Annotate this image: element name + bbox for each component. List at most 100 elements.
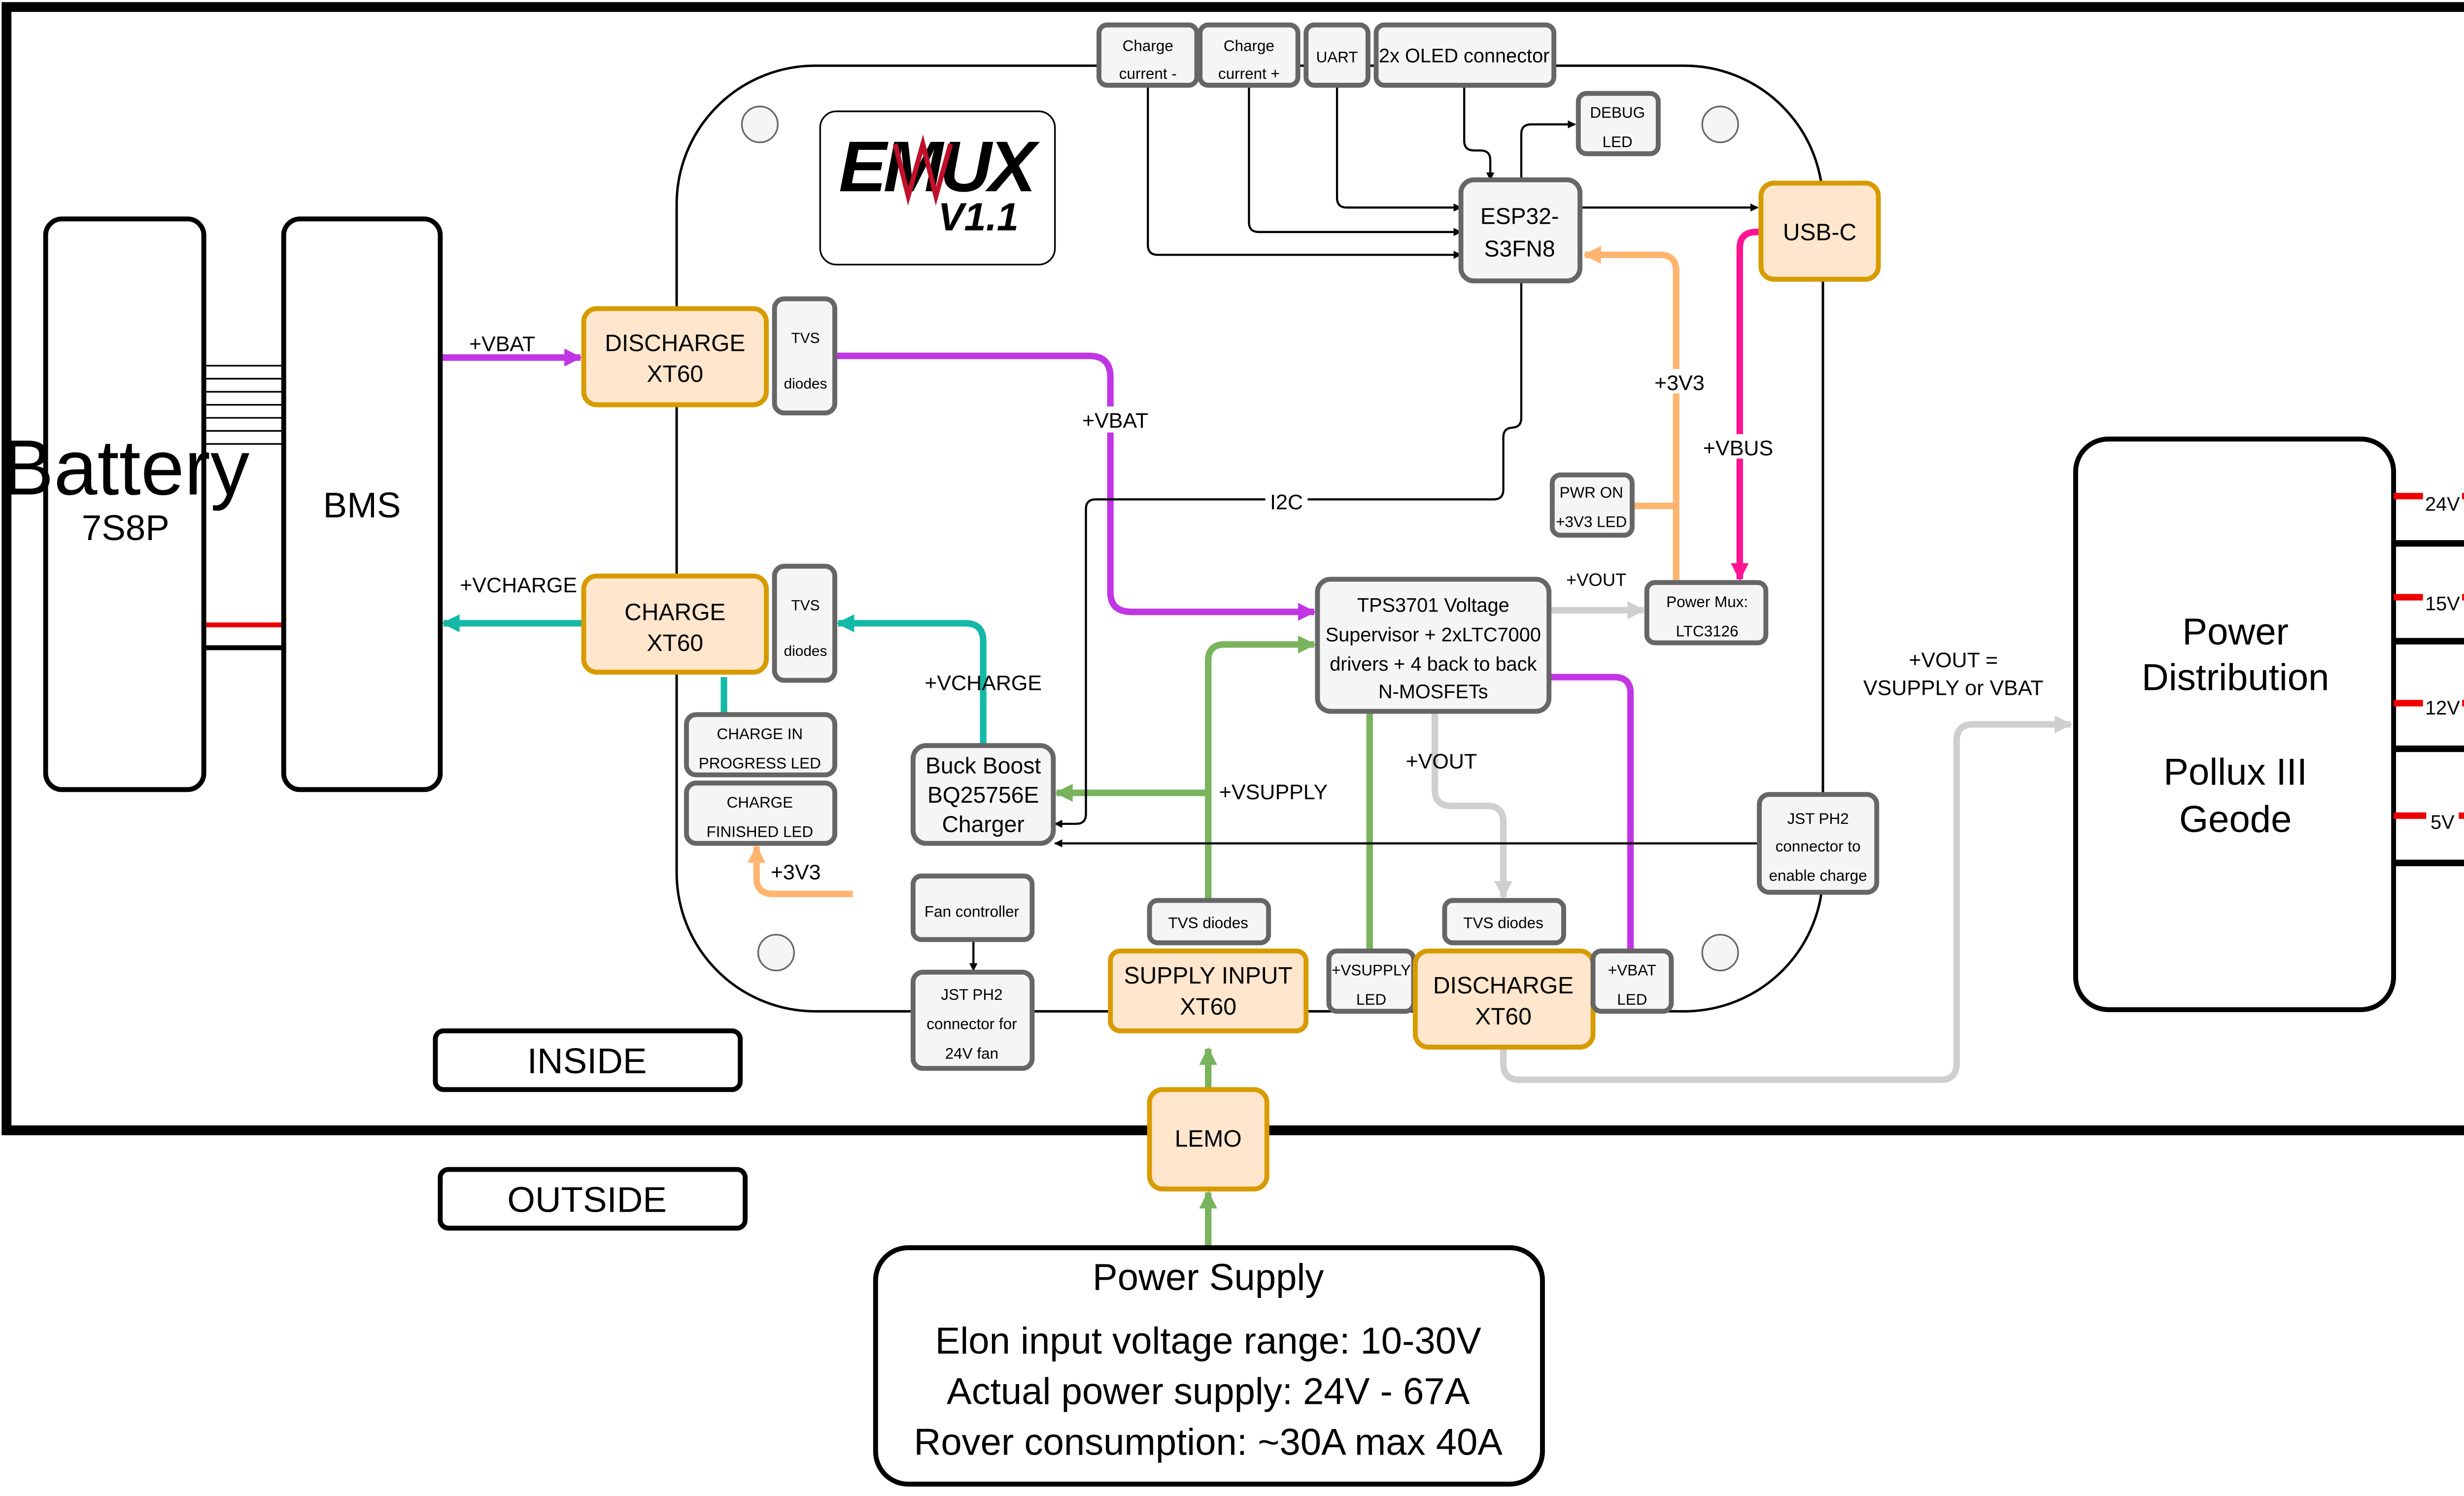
- power-supply-block: [873, 1245, 1545, 1487]
- v3v3-charge-led-wire: [748, 845, 853, 897]
- fan-controller: [910, 873, 1035, 942]
- tvs-diodes-top: [772, 296, 838, 416]
- label-3v3-esp: +3V3: [1654, 372, 1705, 395]
- charge-xt60: [581, 573, 769, 675]
- svg-text:EMUX: EMUX: [839, 126, 1040, 206]
- tvs-diodes-supply: [1147, 898, 1271, 946]
- charge-current-minus-line1: Charge: [1123, 37, 1173, 55]
- esp32-line2: S3FN8: [1484, 236, 1555, 261]
- vbat-led-line2: LED: [1617, 991, 1647, 1008]
- esp32-line1: ESP32-: [1480, 203, 1559, 229]
- discharge-xt60-top: [581, 306, 769, 408]
- tvs-discharge-label: TVS diodes: [1463, 915, 1543, 932]
- supply-input-xt60: [1108, 948, 1309, 1034]
- charge-in-progress-line1: CHARGE IN: [717, 725, 803, 743]
- vcharge-charger-wire: [836, 614, 987, 746]
- buck-boost-line1: Buck Boost: [925, 752, 1041, 778]
- jst-fan-line1: JST PH2: [941, 986, 1002, 1003]
- discharge-bottom-connector: XT60: [1475, 1004, 1532, 1030]
- supply-input-connector: XT60: [1180, 994, 1236, 1020]
- buck-boost-charger: [910, 743, 1056, 846]
- pwr-on-led-line2: +3V3 LED: [1556, 513, 1627, 531]
- logo-accent: [892, 134, 953, 206]
- charge-current-plus-line1: Charge: [1224, 37, 1274, 55]
- label-vsupply: +VSUPPLY: [1219, 781, 1328, 804]
- uart-connector: [1303, 22, 1370, 88]
- vsupply-led-line1: +VSUPPLY: [1332, 962, 1411, 979]
- charge-finished-line1: CHARGE: [727, 794, 793, 811]
- output-rails: 24V 15V 12V 5V: [2394, 489, 2464, 866]
- debug-led-line1: DEBUG: [1590, 104, 1645, 121]
- supervisor-block: [1315, 577, 1552, 714]
- output-24v-label: 24V: [2425, 494, 2460, 515]
- jst-charge-line1: JST PH2: [1787, 810, 1849, 827]
- power-distribution-line4: Geode: [2179, 798, 2292, 840]
- label-i2c: I2C: [1270, 490, 1303, 514]
- power-distribution-line3: Pollux III: [2163, 751, 2307, 793]
- charge-in-progress-led: [684, 712, 838, 778]
- charge-label: CHARGE: [624, 599, 725, 625]
- label-vcharge-charger: +VCHARGE: [924, 672, 1042, 695]
- buck-boost-line2: BQ25756E: [927, 782, 1039, 808]
- tvs-charge-line2: diodes: [784, 643, 827, 659]
- mounting-hole: [757, 934, 795, 972]
- power-distribution-line1: Power: [2182, 611, 2289, 653]
- pwr-on-led-line1: PWR ON: [1560, 484, 1623, 501]
- jst-fan-connector: [910, 969, 1035, 1071]
- supervisor-line2: Supervisor + 2xLTC7000: [1326, 624, 1541, 646]
- charge-connector: XT60: [647, 630, 703, 656]
- uart-label: UART: [1316, 49, 1358, 66]
- jst-charge-enable: [1757, 792, 1880, 895]
- battery-bms-cell-wires: [204, 365, 284, 445]
- charge-current-plus-line2: current +: [1218, 65, 1280, 82]
- supervisor-line4: N-MOSFETs: [1378, 681, 1488, 703]
- tvs-diodes-discharge: [1442, 898, 1566, 946]
- jst-fan-line3: 24V fan: [945, 1045, 998, 1062]
- tvs-top-line2: diodes: [784, 375, 827, 392]
- usb-c-connector: [1758, 180, 1881, 282]
- label-vout-mux: +VOUT: [1566, 570, 1626, 590]
- lemo-connector: [1147, 1087, 1269, 1191]
- label-vout-eq-line1: +VOUT =: [1909, 648, 1998, 672]
- buck-boost-line3: Charger: [942, 811, 1024, 837]
- power-supply-title: Power Supply: [1093, 1257, 1324, 1298]
- power-mux-line1: Power Mux:: [1666, 593, 1748, 611]
- label-vbus: +VBUS: [1703, 437, 1773, 460]
- tvs-supply-label: TVS diodes: [1168, 915, 1248, 932]
- power-supply-consumption: Rover consumption: ~30A max 40A: [914, 1421, 1503, 1463]
- label-vcharge-bms: +VCHARGE: [460, 574, 577, 597]
- charge-current-minus: [1096, 22, 1199, 88]
- label-3v3-led: +3V3: [771, 860, 821, 884]
- charge-finished-line2: FINISHED LED: [707, 823, 814, 840]
- power-mux-line2: LTC3126: [1676, 622, 1739, 640]
- debug-led-line2: LED: [1603, 134, 1633, 151]
- label-vbat-bms: +VBAT: [469, 332, 535, 356]
- esp32-mcu: [1458, 177, 1583, 284]
- lemo-label: LEMO: [1175, 1126, 1242, 1152]
- inside-zone-tag: [433, 1028, 743, 1092]
- tvs-diodes-charge: [772, 564, 838, 683]
- supervisor-line1: TPS3701 Voltage: [1357, 595, 1509, 616]
- fan-controller-label: Fan controller: [924, 903, 1019, 920]
- usb-c-label: USB-C: [1783, 219, 1856, 245]
- power-supply-input-range: Elon input voltage range: 10-30V: [935, 1320, 1481, 1362]
- pwr-on-led: [1549, 472, 1635, 538]
- output-15v-label: 15V: [2425, 593, 2460, 614]
- tvs-top-line1: TVS: [791, 330, 820, 346]
- vbat-led: [1590, 948, 1674, 1014]
- supervisor-line3: drivers + 4 back to back: [1330, 653, 1537, 675]
- power-distribution-line2: Distribution: [2142, 657, 2329, 699]
- v3v3-esp-wire: [1583, 245, 1679, 583]
- mounting-hole: [1701, 105, 1739, 143]
- net-labels: +VBAT +VCHARGE +VBAT I2C +3V3 +VBUS +VOU…: [460, 332, 2043, 884]
- charge-in-progress-line2: PROGRESS LED: [699, 754, 821, 772]
- tvs-charge-line1: TVS: [791, 597, 820, 613]
- charge-finished-led: [684, 781, 838, 846]
- emux-logo: EMUX V1.1: [839, 126, 1043, 238]
- vsupply-led-line2: LED: [1356, 991, 1386, 1008]
- discharge-bottom-label: DISCHARGE: [1433, 973, 1574, 999]
- power-mux: [1644, 580, 1769, 646]
- power-supply-actual: Actual power supply: 24V - 67A: [947, 1371, 1470, 1413]
- discharge-xt60-bottom: [1412, 948, 1596, 1050]
